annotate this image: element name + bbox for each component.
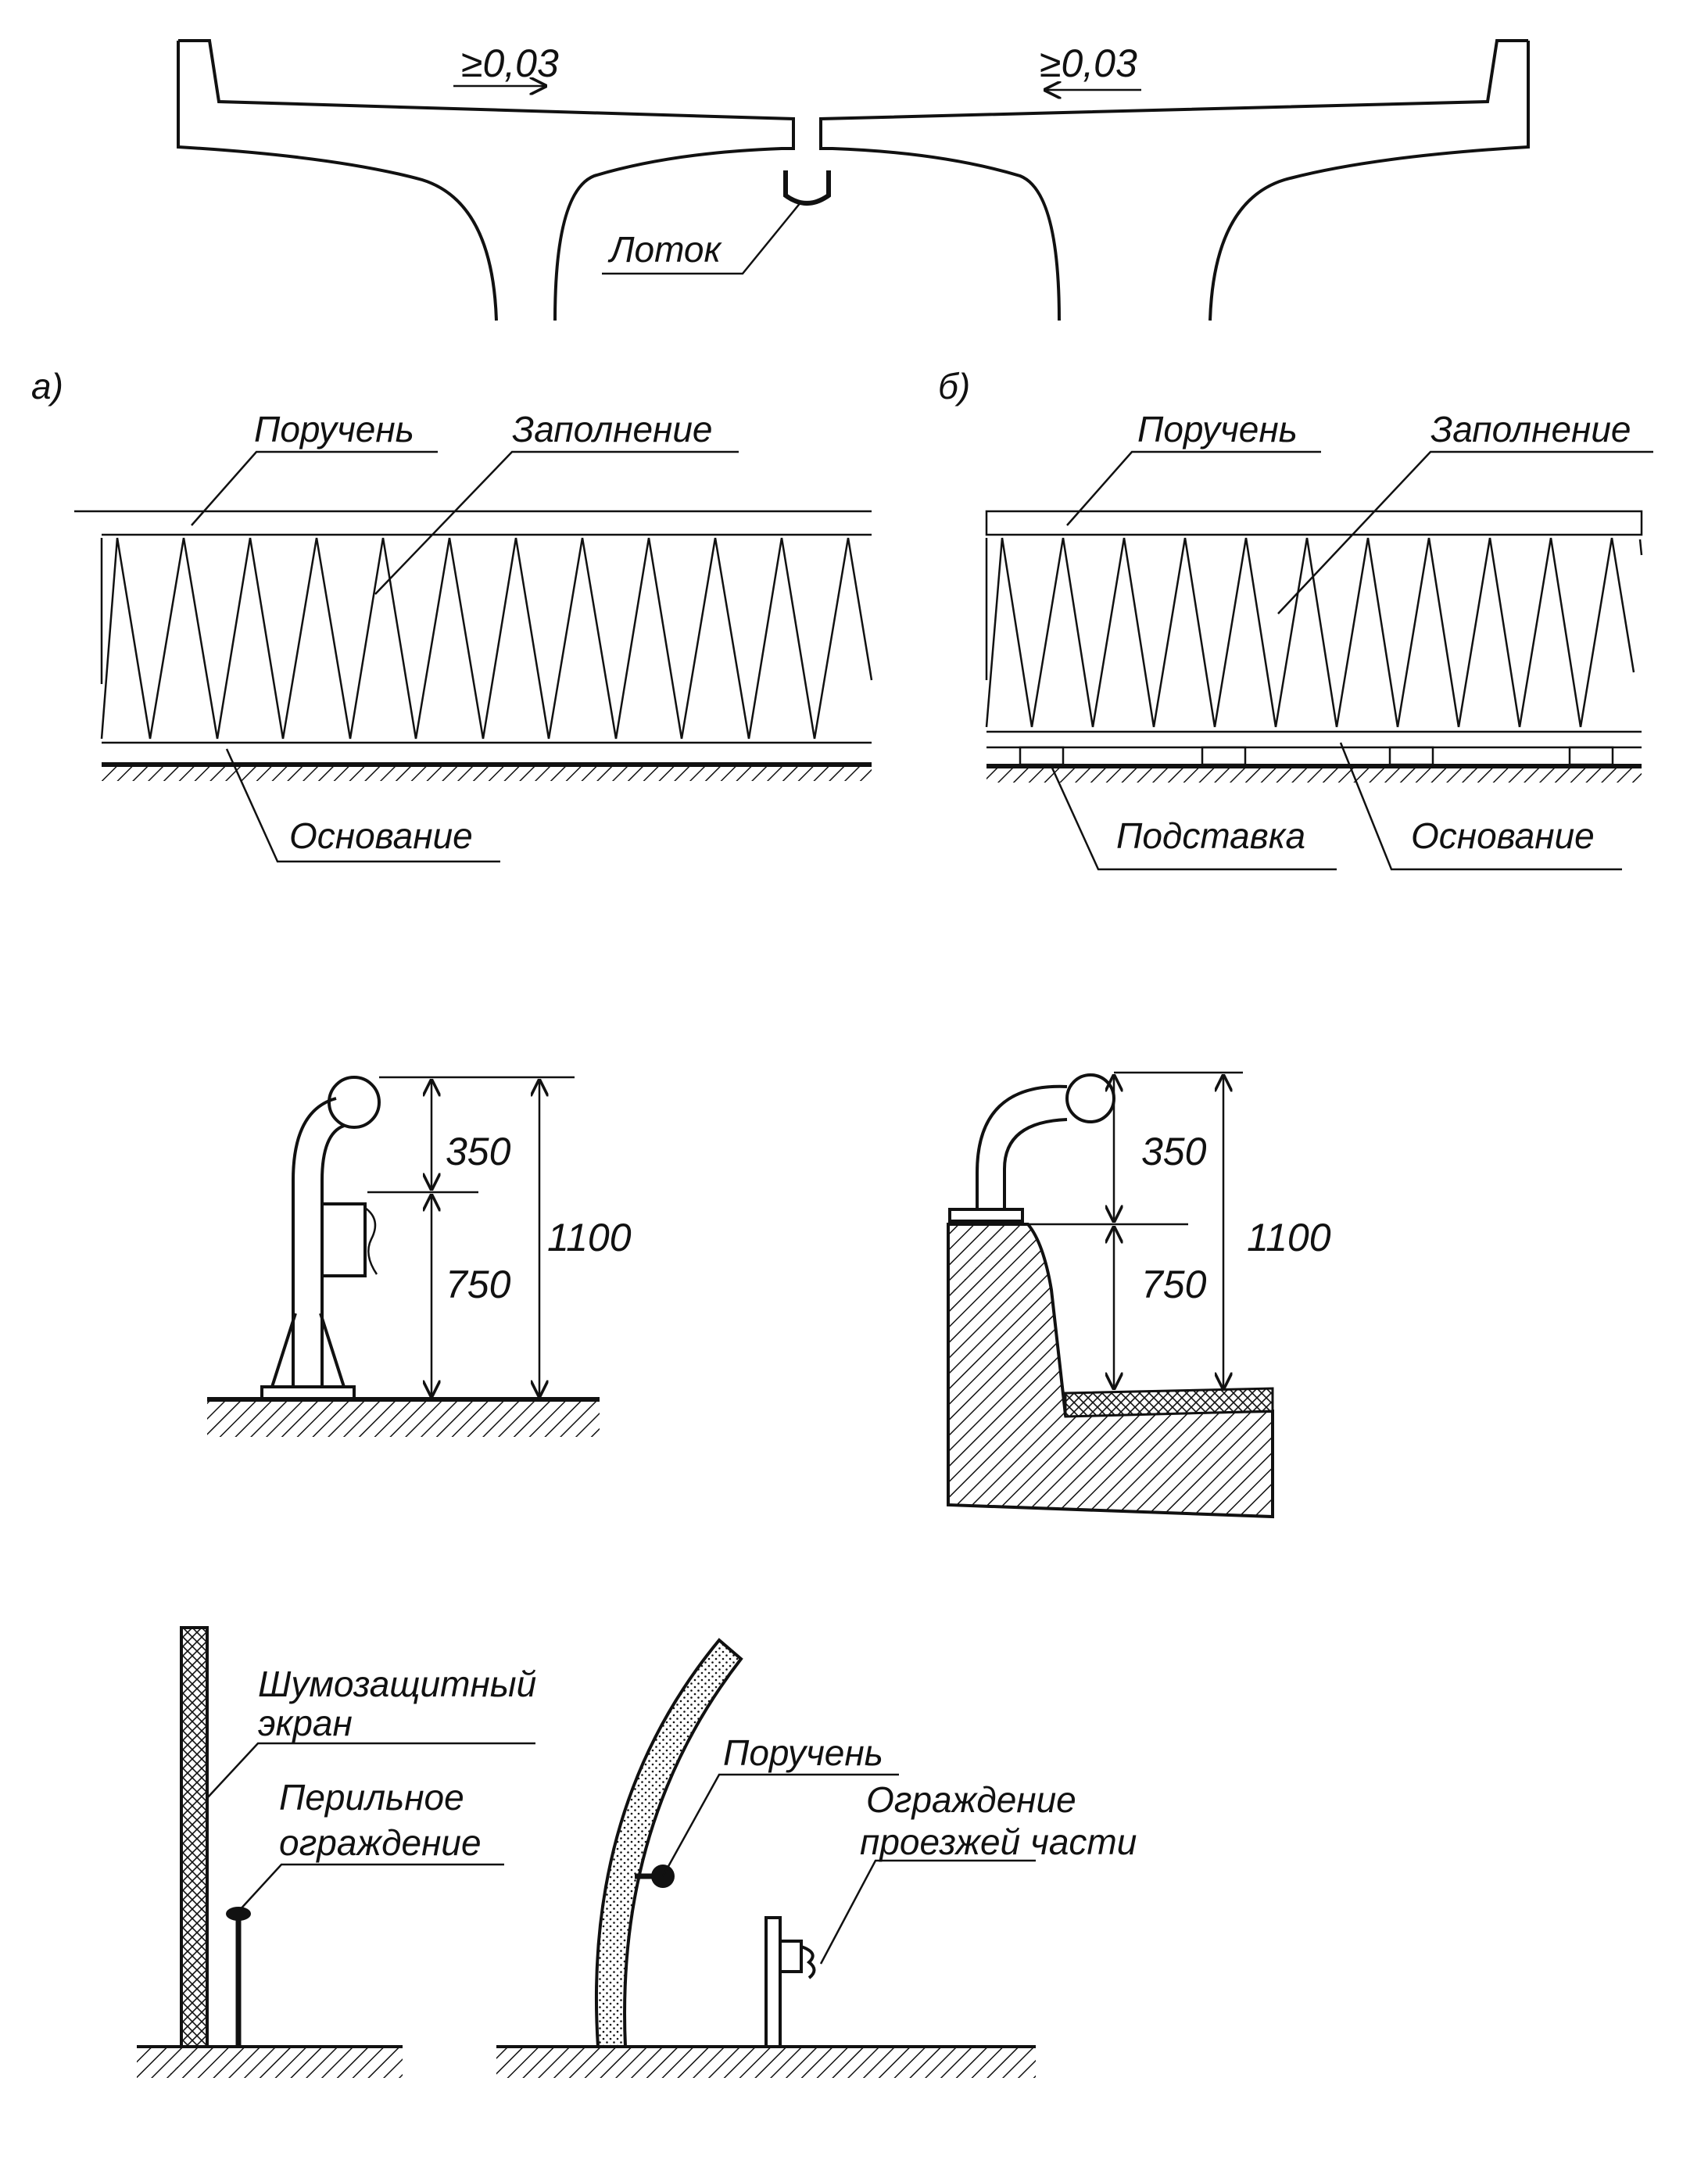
panel-a-railing-elevation: а) Поручень Заполнение Основание <box>31 366 873 863</box>
handrail-round <box>328 1076 381 1129</box>
curb-handrail-round <box>1065 1073 1115 1123</box>
noise-screen-section: Шумозащитный экран Перильное ограждение <box>137 1626 536 2078</box>
right-deck-lower-outline <box>1208 41 1530 321</box>
dim-750-left-label: 750 <box>446 1263 511 1306</box>
road-barrier-leader <box>819 1859 1036 1965</box>
panel-a-tag: а) <box>31 366 63 407</box>
noise-screen-label-line1: Шумозащитный <box>258 1664 536 1704</box>
right-slope-label: ≥0,03 <box>1040 41 1137 85</box>
panel-b-stand-2 <box>1201 746 1247 766</box>
railing-post-cap <box>226 1907 251 1921</box>
curb-post-plate <box>948 1208 1024 1223</box>
left-deck-lower-outline <box>177 41 498 321</box>
panel-b-handrail-leader <box>1066 450 1321 526</box>
panel-b-tag: б) <box>938 366 970 407</box>
panel-b-stand-3 <box>1388 746 1434 766</box>
ground-hatch-bottom-left <box>137 2047 403 2078</box>
dim-750-right-label: 750 <box>1141 1263 1207 1306</box>
road-barrier-post <box>764 1916 782 2048</box>
road-barrier-label-line1: Ограждение <box>866 1779 1076 1820</box>
curved-screen-panel <box>595 1638 743 2048</box>
handrail-leader-bottom <box>661 1773 899 1877</box>
panel-a-base-leader <box>225 748 500 863</box>
panel-b-stand-1 <box>1019 746 1065 766</box>
deck-hatch-left <box>207 1399 600 1437</box>
right-deck-upper-outline <box>819 39 1528 321</box>
gutter-leader-line <box>602 201 802 275</box>
dim-1100-left-label: 1100 <box>547 1216 632 1259</box>
noise-screen-label-line2: экран <box>258 1703 353 1743</box>
panel-b-base-leader <box>1339 742 1622 871</box>
railing-label-line1: Перильное <box>279 1777 464 1818</box>
dim-1100-right-label: 1100 <box>1247 1216 1331 1259</box>
post-bracket-break <box>363 1204 378 1276</box>
curved-screen-section: Поручень Ограждение проезжей части <box>496 1638 1137 2078</box>
panel-b-ground-hatch <box>986 768 1642 783</box>
noise-screen-wall <box>180 1626 209 2048</box>
ground-hatch-bottom-right <box>496 2047 1036 2078</box>
deck-cross-section: ≥0,03 ≥0,03 Лоток <box>177 39 1530 321</box>
panel-a-handrail-leader <box>191 450 438 526</box>
noise-screen-leader <box>206 1742 535 1799</box>
panel-a-ground-hatch <box>102 767 872 781</box>
panel-b-railing-elevation: б) Поручень Заполнение Подставка Основан… <box>938 366 1653 871</box>
railing-leader <box>238 1863 504 1912</box>
panel-b-handrail <box>985 510 1643 536</box>
post-on-curb-section: 350 750 1100 <box>947 1071 1331 1519</box>
left-deck-upper-outline <box>178 39 795 321</box>
road-barrier-beam <box>780 1940 816 1979</box>
panel-b-handrail-label: Поручень <box>1137 409 1298 450</box>
panel-b-base-label: Основание <box>1411 815 1595 856</box>
panel-a-base-label: Основание <box>289 815 473 856</box>
gutter-channel <box>783 170 831 206</box>
left-slope-label: ≥0,03 <box>461 41 559 85</box>
panel-b-stand-label: Подставка <box>1116 815 1305 856</box>
panel-b-infill-zigzag <box>985 537 1643 728</box>
handrail-label-bottom: Поручень <box>723 1732 883 1773</box>
panel-a-infill-label: Заполнение <box>512 409 713 450</box>
curb-post-arm <box>976 1084 1068 1209</box>
panel-b-stand-leader <box>1050 765 1337 871</box>
post-on-deck-section: 350 750 1100 <box>207 1076 632 1437</box>
post-bracket <box>320 1202 367 1277</box>
post-column <box>292 1097 345 1387</box>
panel-a-infill-zigzag <box>100 537 873 740</box>
railing-label-line2: ограждение <box>279 1822 482 1863</box>
panel-a-infill-leader <box>374 450 739 595</box>
post-braces <box>270 1313 346 1388</box>
panel-b-infill-label: Заполнение <box>1430 409 1631 450</box>
pavement-layer <box>1064 1387 1274 1418</box>
dim-350-right-label: 350 <box>1141 1130 1207 1173</box>
gutter-label: Лоток <box>607 229 723 270</box>
road-barrier-label-line2: проезжей части <box>860 1822 1137 1862</box>
post-base-plate <box>260 1385 356 1401</box>
panel-b-stand-4 <box>1568 746 1614 766</box>
panel-a-handrail-label: Поручень <box>254 409 414 450</box>
panel-b-infill-leader <box>1277 450 1653 614</box>
dim-350-left-label: 350 <box>446 1130 511 1173</box>
